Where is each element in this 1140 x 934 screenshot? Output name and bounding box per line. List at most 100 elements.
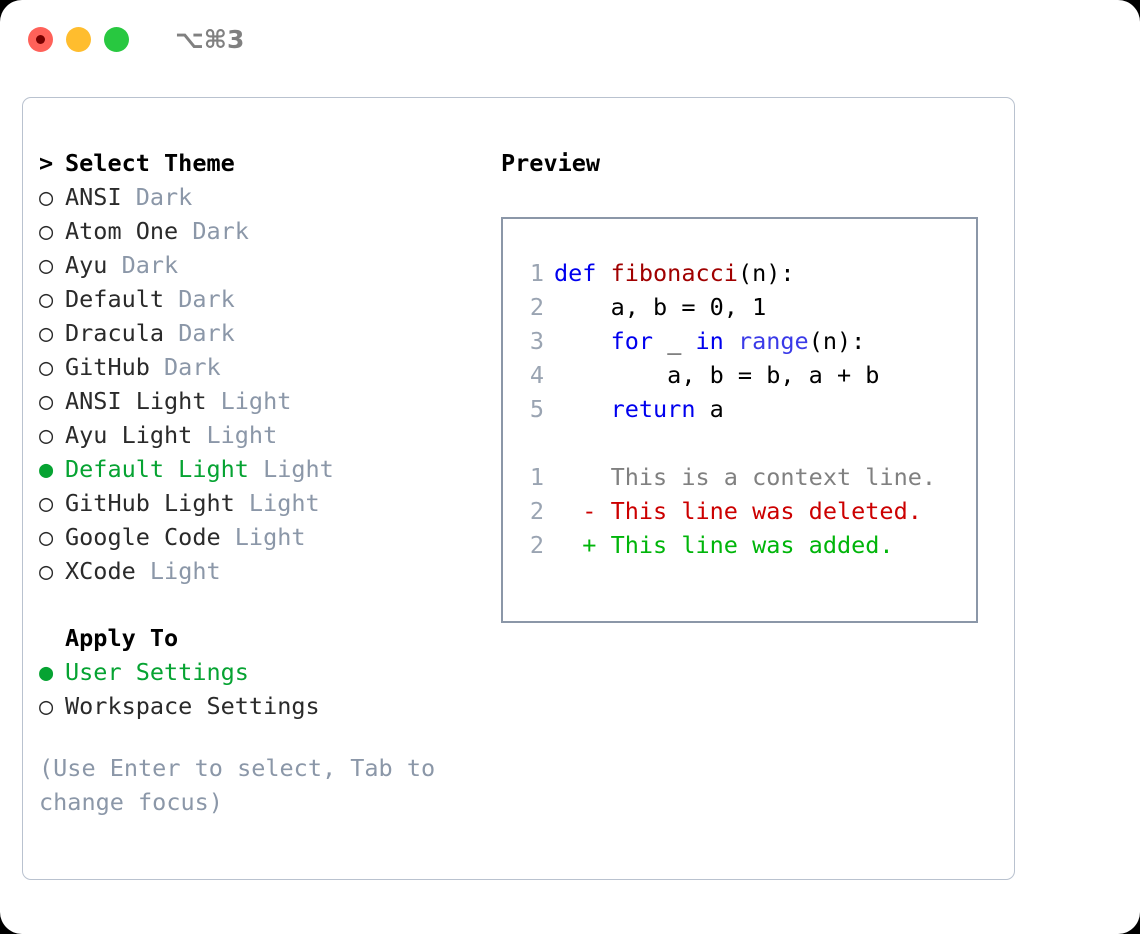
apply-to-heading: Apply To xyxy=(39,621,489,655)
theme-option-default[interactable]: ○Default Dark xyxy=(39,282,489,316)
theme-variant-badge: Dark xyxy=(107,251,179,279)
code-token xyxy=(554,395,611,423)
code-line-number: 5 xyxy=(529,395,544,423)
close-window-button[interactable] xyxy=(28,26,53,52)
theme-variant-badge: Light xyxy=(192,421,278,449)
diff-sign xyxy=(554,463,596,491)
theme-selection-column: >Select Theme ○ANSI Dark○Atom One Dark○A… xyxy=(39,146,489,819)
code-token: (n): xyxy=(808,327,866,355)
theme-option-label: Atom One xyxy=(65,217,179,245)
prompt-caret-icon: > xyxy=(39,149,54,177)
radio-unselected-icon: ○ xyxy=(39,387,54,415)
theme-variant-badge: Light xyxy=(206,387,292,415)
theme-variant-badge: Dark xyxy=(149,353,221,381)
theme-option-label: Google Code xyxy=(65,523,221,551)
theme-option-label: GitHub Light xyxy=(65,489,235,517)
apply-to-option-label: User Settings xyxy=(65,658,249,686)
code-token: return xyxy=(610,395,696,423)
theme-option-label: Default Light xyxy=(65,455,249,483)
code-line: 2 a, b = 0, 1 xyxy=(516,290,936,324)
preview-heading: Preview xyxy=(501,149,601,177)
theme-option-label: Ayu xyxy=(65,251,108,279)
code-token: def xyxy=(554,259,611,287)
diff-text: This is a context line. xyxy=(596,463,937,491)
theme-option-ansi-light[interactable]: ○ ANSI Light Light xyxy=(39,384,489,418)
radio-unselected-icon: ○ xyxy=(39,421,54,449)
theme-variant-badge: Dark xyxy=(121,183,193,211)
apply-to-option-label: Workspace Settings xyxy=(65,692,320,720)
code-token: for xyxy=(610,327,654,355)
code-line-number: 3 xyxy=(529,327,544,355)
diff-text: This line was added. xyxy=(596,531,894,559)
code-line: 5 return a xyxy=(516,392,936,426)
traffic-light-buttons xyxy=(28,26,129,52)
code-token: a, b = b, a + b xyxy=(554,361,880,389)
radio-selected-icon: ● xyxy=(39,455,54,483)
radio-unselected-icon: ○ xyxy=(39,692,54,720)
code-token: (n): xyxy=(737,259,795,287)
theme-option-list[interactable]: ○ANSI Dark○Atom One Dark○Ayu Dark○Defaul… xyxy=(39,180,489,588)
theme-picker-panel: >Select Theme ○ANSI Dark○Atom One Dark○A… xyxy=(22,97,1015,880)
code-token: a, b = 0, 1 xyxy=(554,293,767,321)
theme-variant-badge: Dark xyxy=(164,285,235,313)
radio-unselected-icon: ○ xyxy=(39,489,54,517)
radio-unselected-icon: ○ xyxy=(39,251,54,279)
window-titlebar: ⌥⌘3 xyxy=(0,0,1140,78)
theme-option-google-code[interactable]: ○ Google Code Light xyxy=(39,520,489,554)
diff-line-number: 2 xyxy=(529,531,544,559)
code-token: a xyxy=(695,395,724,423)
theme-option-ayu-light[interactable]: ○Ayu Light Light xyxy=(39,418,489,452)
code-token: range xyxy=(737,327,809,355)
code-token: fibonacci xyxy=(610,259,738,287)
theme-option-github-light[interactable]: ○GitHub Light Light xyxy=(39,486,489,520)
code-line: 4 a, b = b, a + b xyxy=(516,358,936,392)
theme-option-label: ANSI xyxy=(65,183,122,211)
code-line: 3 for _ in range(n): xyxy=(516,324,936,358)
theme-option-xcode[interactable]: ○XCode Light xyxy=(39,554,489,588)
code-token xyxy=(724,327,738,355)
theme-option-github[interactable]: ○ GitHub Dark xyxy=(39,350,489,384)
preview-separator xyxy=(516,426,936,460)
theme-option-label: Dracula xyxy=(65,319,165,347)
radio-unselected-icon: ○ xyxy=(39,523,54,551)
apply-to-option-workspace-settings[interactable]: ○ Workspace Settings xyxy=(39,689,489,723)
apply-to-heading-label: Apply To xyxy=(65,624,179,652)
keyboard-shortcut-label: ⌥⌘3 xyxy=(175,24,245,54)
diff-text: This line was deleted. xyxy=(596,497,922,525)
radio-selected-icon: ● xyxy=(39,658,54,686)
diff-sign: - xyxy=(554,497,597,525)
diff-line: 2 - This line was deleted. xyxy=(516,494,936,528)
theme-variant-badge: Light xyxy=(248,455,334,483)
diff-line: 1 This is a context line. xyxy=(516,460,936,494)
keyboard-hint-text: (Use Enter to select, Tab to change focu… xyxy=(39,754,436,816)
radio-unselected-icon: ○ xyxy=(39,183,54,211)
apply-to-option-user-settings[interactable]: ● User Settings xyxy=(39,655,489,689)
maximize-window-button[interactable] xyxy=(104,26,129,52)
code-line-number: 1 xyxy=(529,259,544,287)
code-token: in xyxy=(695,327,724,355)
apply-to-section: Apply To ● User Settings ○ Workspace Settin… xyxy=(39,621,489,723)
theme-variant-badge: Dark xyxy=(178,217,249,245)
radio-unselected-icon: ○ xyxy=(39,319,54,347)
theme-option-dracula[interactable]: ○Dracula Dark xyxy=(39,316,489,350)
minimize-window-button[interactable] xyxy=(66,26,91,52)
apply-to-option-list[interactable]: ● User Settings ○ Workspace Settings xyxy=(39,655,489,723)
theme-option-label: GitHub xyxy=(65,353,150,381)
theme-variant-badge: Light xyxy=(135,557,221,585)
code-token: _ xyxy=(653,327,696,355)
radio-unselected-icon: ○ xyxy=(39,353,54,381)
panel-body: >Select Theme ○ANSI Dark○Atom One Dark○A… xyxy=(23,98,1014,879)
radio-unselected-icon: ○ xyxy=(39,285,54,313)
theme-option-default-light[interactable]: ● Default Light Light xyxy=(39,452,489,486)
theme-option-atom-one[interactable]: ○ Atom One Dark xyxy=(39,214,489,248)
radio-unselected-icon: ○ xyxy=(39,217,54,245)
theme-option-ansi[interactable]: ○ ANSI Dark xyxy=(39,180,489,214)
theme-variant-badge: Light xyxy=(220,523,306,551)
code-line-number: 2 xyxy=(529,293,544,321)
theme-option-ayu[interactable]: ○ Ayu Dark xyxy=(39,248,489,282)
theme-option-label: ANSI Light xyxy=(65,387,207,415)
